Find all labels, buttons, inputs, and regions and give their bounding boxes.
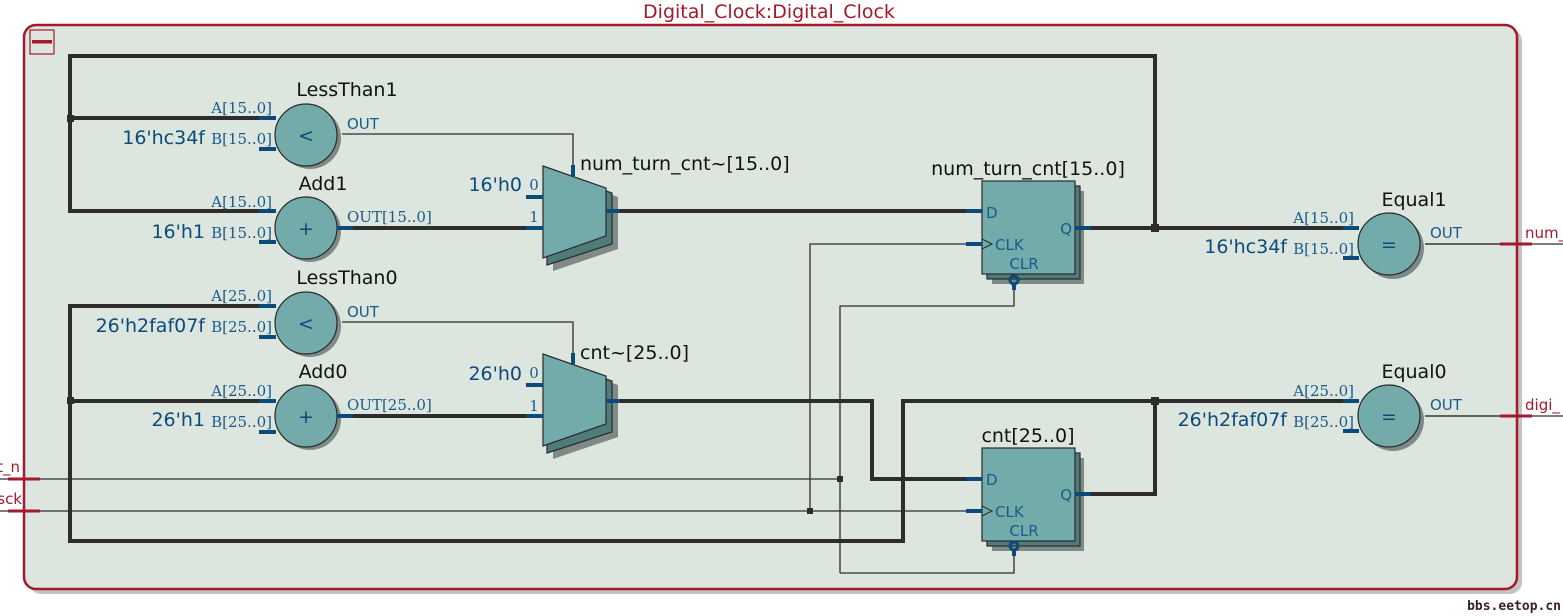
register-cnt[interactable]: cnt[25..0] D CLK CLR Q (966, 425, 1091, 556)
svg-text:B[25..0]: B[25..0] (1293, 413, 1354, 431)
svg-text:16'hc34f: 16'hc34f (122, 127, 206, 149)
collapse-button[interactable] (29, 29, 55, 55)
svg-text:num_turn_cnt~[15..0]: num_turn_cnt~[15..0] (580, 153, 790, 175)
svg-text:1: 1 (529, 397, 539, 415)
svg-text:D: D (986, 204, 998, 222)
operator-equal0[interactable]: Equal0 A[25..0] B[25..0] 26'h2faf07f = O… (1178, 361, 1463, 451)
svg-text:digi_: digi_ (1525, 396, 1560, 415)
svg-text:B[25..0]: B[25..0] (211, 318, 272, 336)
svg-text:t_n: t_n (0, 458, 20, 477)
svg-text:cnt[25..0]: cnt[25..0] (981, 425, 1074, 447)
svg-text:OUT: OUT (347, 303, 380, 321)
operator-add1[interactable]: Add1 A[15..0] B[15..0] 16'h1 + OUT[15..0… (151, 173, 432, 262)
svg-text:OUT: OUT (1430, 224, 1463, 242)
svg-text:Add0: Add0 (299, 361, 348, 383)
junction-dot (67, 115, 74, 122)
svg-text:cnt~[25..0]: cnt~[25..0] (580, 342, 689, 364)
wire-rst-cnt (840, 556, 1015, 574)
svg-text:num_turn_cnt[15..0]: num_turn_cnt[15..0] (931, 158, 1125, 180)
svg-text:26'h1: 26'h1 (151, 409, 205, 431)
operator-add0[interactable]: Add0 A[25..0] B[25..0] 26'h1 + OUT[25..0… (151, 361, 432, 450)
svg-text:CLR: CLR (1009, 522, 1038, 540)
svg-text:CLK: CLK (995, 236, 1025, 254)
svg-text:=: = (1381, 406, 1397, 428)
operator-equal1[interactable]: Equal1 A[15..0] B[15..0] 16'hc34f = OUT (1204, 189, 1463, 279)
svg-text:16'hc34f: 16'hc34f (1204, 236, 1288, 258)
junction-dot (837, 476, 843, 482)
svg-text:26'h2faf07f: 26'h2faf07f (96, 315, 207, 337)
svg-text:LessThan0: LessThan0 (296, 267, 397, 289)
junction-dot (807, 508, 813, 514)
wire-lessthan0-out (342, 321, 574, 358)
module-title: Digital_Clock:Digital_Clock (643, 1, 895, 23)
svg-text:num_: num_ (1525, 224, 1563, 243)
svg-text:OUT[15..0]: OUT[15..0] (347, 208, 432, 226)
operator-less-than0[interactable]: LessThan0 A[25..0] B[25..0] 26'h2faf07f … (96, 267, 398, 357)
svg-text:D: D (986, 471, 998, 489)
svg-text:+: + (298, 218, 314, 240)
svg-text:OUT[25..0]: OUT[25..0] (347, 396, 432, 414)
bus-mux-cnt-out (608, 399, 982, 481)
module-frame[interactable] (22, 23, 1519, 591)
svg-text:A[25..0]: A[25..0] (210, 382, 272, 400)
svg-text:Equal0: Equal0 (1381, 361, 1446, 383)
svg-text:0: 0 (529, 176, 539, 194)
svg-text:16'h0: 16'h0 (468, 174, 522, 196)
svg-text:26'h0: 26'h0 (468, 363, 522, 385)
svg-text:16'h1: 16'h1 (151, 221, 205, 243)
bus-num-feedback (68, 54, 1157, 228)
register-num-turn-cnt[interactable]: num_turn_cnt[15..0] D CLK CLR Q (931, 158, 1125, 290)
svg-text:LessThan1: LessThan1 (296, 79, 397, 101)
svg-text:B[15..0]: B[15..0] (211, 224, 272, 242)
svg-text:1: 1 (529, 208, 539, 226)
watermark: bbs.eetop.cn (1467, 599, 1561, 614)
svg-text:0: 0 (529, 364, 539, 382)
junction-dot (1151, 397, 1159, 405)
svg-text:Equal1: Equal1 (1381, 189, 1446, 211)
svg-text:26'h2faf07f: 26'h2faf07f (1178, 409, 1289, 431)
svg-text:B[25..0]: B[25..0] (211, 413, 272, 431)
svg-text:OUT: OUT (347, 115, 380, 133)
svg-text:A[15..0]: A[15..0] (210, 193, 272, 211)
svg-text:B[15..0]: B[15..0] (1293, 240, 1354, 258)
svg-text:A[25..0]: A[25..0] (210, 287, 272, 305)
svg-text:Q: Q (1060, 486, 1072, 504)
wire-rst-num (839, 290, 1015, 573)
operator-less-than1[interactable]: LessThan1 A[15..0] B[15..0] 16'hc34f < O… (122, 79, 398, 169)
svg-text:<: < (298, 313, 314, 335)
svg-text:A[15..0]: A[15..0] (1292, 209, 1354, 227)
svg-text:+: + (298, 406, 314, 428)
junction-dot (67, 397, 74, 404)
svg-text:A[15..0]: A[15..0] (210, 99, 272, 117)
svg-text:<: < (298, 125, 314, 147)
svg-text:B[15..0]: B[15..0] (211, 130, 272, 148)
svg-text:sck: sck (0, 490, 22, 508)
svg-text:A[25..0]: A[25..0] (1292, 382, 1354, 400)
svg-text:OUT: OUT (1430, 396, 1463, 414)
svg-text:CLR: CLR (1009, 255, 1038, 273)
svg-text:Add1: Add1 (299, 173, 348, 195)
bus-cnt-feedback (68, 304, 1157, 543)
svg-text:CLK: CLK (995, 503, 1025, 521)
wire-clk-num (809, 243, 982, 511)
junction-dot (1151, 224, 1159, 232)
pin-rst-n[interactable]: t_n (0, 458, 840, 481)
pin-clk[interactable]: sck (0, 490, 810, 513)
mux-cnt[interactable]: cnt~[25..0] 26'h0 0 1 (468, 342, 689, 459)
mux-num-turn-cnt[interactable]: num_turn_cnt~[15..0] 16'h0 0 1 (468, 153, 790, 271)
wire-lessthan1-out (342, 133, 574, 170)
svg-text:=: = (1381, 234, 1397, 256)
svg-text:Q: Q (1060, 220, 1072, 238)
minus-icon (32, 40, 52, 44)
